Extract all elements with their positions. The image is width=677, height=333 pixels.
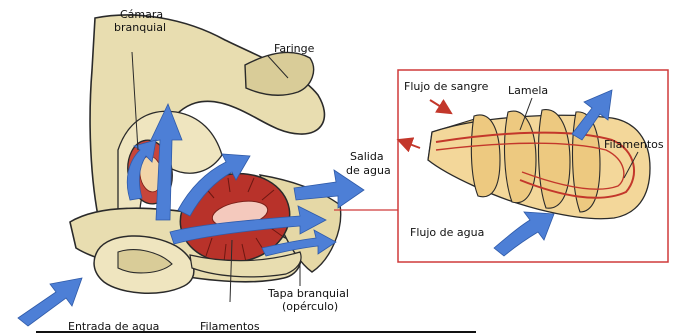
lamella-inset: Flujo de sangre Lamela Filamentos Flujo … xyxy=(398,70,668,262)
fish-head-anatomy xyxy=(70,15,341,293)
label-salida: Salida xyxy=(350,150,384,163)
label-de-agua: de agua xyxy=(346,164,391,177)
label-camara: Cámara xyxy=(120,8,163,21)
label-faringe: Faringe xyxy=(274,42,315,55)
label-flujo-de-sangre: Flujo de sangre xyxy=(404,80,489,93)
label-flujo-de-agua: Flujo de agua xyxy=(410,226,484,239)
water-arrow-entry xyxy=(18,278,82,326)
label-branquial: branquial xyxy=(114,21,166,34)
label-operculo: (opérculo) xyxy=(282,300,338,313)
label-tapa-branquial: Tapa branquial xyxy=(267,287,349,300)
label-lamela: Lamela xyxy=(508,84,548,97)
label-filamentos-inset: Filamentos xyxy=(604,138,664,151)
